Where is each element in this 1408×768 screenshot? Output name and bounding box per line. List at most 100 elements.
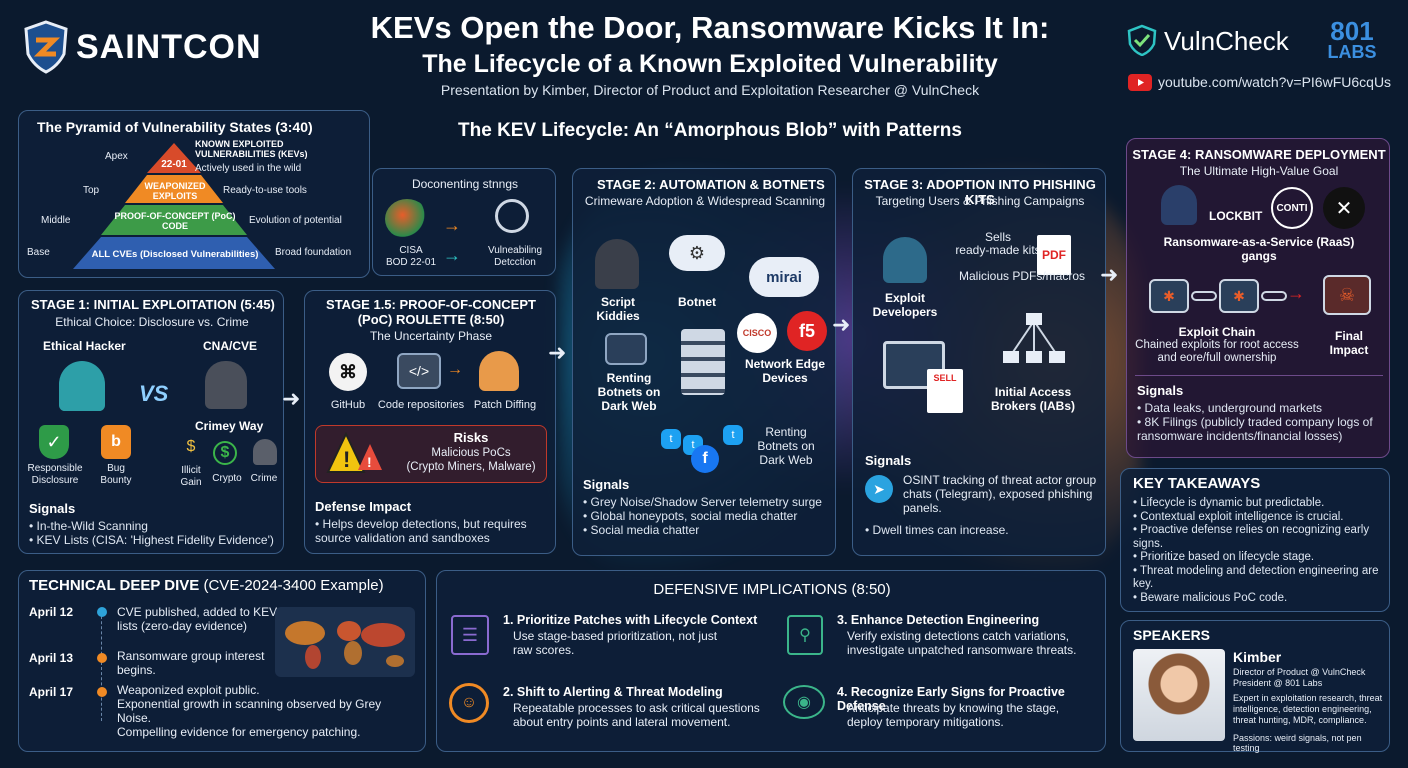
code-window-icon: </> (397, 353, 441, 389)
takeaway-item: Threat modeling and detection engineerin… (1133, 565, 1385, 592)
stage2-signals: Grey Noise/Shadow Server telemetry surge… (583, 495, 833, 537)
shield-check-icon: ✓ (39, 425, 69, 459)
youtube-icon (1128, 74, 1152, 91)
kev-note: Actively used in the wild (195, 163, 302, 174)
analyst-icon (479, 351, 519, 391)
risks-box: !! Risks Malicious PoCs (Crypto Miners, … (315, 425, 547, 483)
stage3-signals-title: Signals (865, 453, 912, 468)
exploit-developer-icon (883, 237, 927, 283)
speakers-title: SPEAKERS (1133, 627, 1211, 643)
cisco-logo: CISCO (737, 313, 777, 353)
dark-web-laptop-icon (605, 333, 647, 365)
documenting-left-label: CISA BOD 22-01 (385, 245, 437, 268)
stage2-signals-title: Signals (583, 477, 630, 492)
documenting-right-label: Vulneabiling Detcction (487, 245, 543, 268)
pyramid-side-apex: Apex (105, 151, 128, 162)
bug-laptop-icon: ✱ (1219, 279, 1259, 313)
defense-item-text: Verify existing detections catch variati… (847, 629, 1077, 657)
server-rack-icon (681, 329, 725, 395)
flow-arrow-icon: ➜ (1100, 262, 1119, 287)
defense-item-text: Use stage-based prioritization, not just… (513, 629, 718, 657)
exploit-chain-title: Exploit Chain (1178, 325, 1256, 339)
crime-label: Crime (250, 473, 278, 484)
stage3-panel: STAGE 3: ADOPTION INTO PHISHING KITS Tar… (852, 168, 1106, 556)
takeaway-item: Beware malicious PoC code. (1133, 592, 1385, 606)
stage4-title: STAGE 4: RANSOMWARE DEPLOYMENT (1132, 147, 1386, 162)
pyramid-panel: The Pyramid of Vulnerability States (3:4… (18, 110, 370, 278)
pyramid-base-label: ALL CVEs (Disclosed Vulnerabilities) (91, 249, 259, 260)
stage15-subtitle: The Uncertainty Phase (369, 329, 493, 343)
checklist-icon: ☰ (451, 615, 489, 655)
pyramid-side-base: Base (27, 247, 50, 258)
arrow-right-icon: → (443, 245, 461, 265)
twitter-icon: t (723, 425, 743, 445)
mirai-cloud-icon (749, 257, 819, 297)
takeaways-panel: KEY TAKEAWAYS Lifecycle is dynamic but p… (1120, 468, 1390, 612)
final-impact-label: Final Impact (1329, 329, 1369, 357)
world-map-icon (385, 199, 429, 239)
vulncheck-check-icon (1126, 24, 1158, 57)
labs-logo-bottom: LABS (1327, 42, 1377, 62)
illicit-gain-label: Illicit Gain (180, 465, 202, 488)
brand-logo: SAINTCON (76, 28, 262, 66)
detection-icon: ⚲ (787, 615, 823, 655)
signal-item: Data leaks, underground markets (1137, 401, 1385, 415)
botnet-cloud-icon: ⚙ (669, 235, 725, 271)
exploit-developers-label: Exploit Developers (872, 291, 938, 319)
defense-item-text: Repeatable processes to ask critical que… (513, 701, 760, 729)
vulncheck-logo: VulnCheck (1164, 26, 1289, 56)
sells-kits-label: Sells ready-made kits (955, 230, 1041, 257)
alert-magnifier-icon: ☺ (449, 683, 489, 723)
takeaways-title: KEY TAKEAWAYS (1133, 475, 1261, 492)
stage2-title: STAGE 2: AUTOMATION & BOTNETS (597, 177, 825, 192)
skull-laptop-icon: ☠ (1323, 275, 1371, 315)
youtube-link[interactable]: youtube.com/watch?v=PI6wFU6cqUs (1158, 74, 1392, 90)
byline: Presentation by Kimber, Director of Prod… (440, 82, 980, 98)
world-heatmap (275, 607, 415, 677)
crypto-icon: $ (213, 441, 237, 465)
magnifier-icon (495, 199, 529, 233)
flow-arrow-icon: ➜ (832, 312, 851, 337)
event-text: CVE published, added to KEV lists (zero-… (117, 605, 278, 633)
poc-note: Evolution of potential (249, 215, 342, 226)
timeline-line (101, 611, 102, 721)
takeaway-item: Prioritize based on lifecycle stage. (1133, 551, 1385, 565)
timeline-dot (97, 653, 107, 663)
speaker-role1: Director of Product @ VulnCheck (1233, 667, 1366, 677)
pyramid-top-label: WEAPONIZED EXPLOITS (144, 181, 206, 201)
lifecycle-title: The KEV Lifecycle: An “Amorphous Blob” w… (458, 120, 962, 141)
defense-impact-title: Defense Impact (315, 499, 412, 514)
event-date: April 17 (29, 685, 74, 699)
iab-label: Initial Access Brokers (IABs) (990, 385, 1076, 413)
defensive-title: DEFENSIVE IMPLICATIONS (8:50) (653, 581, 891, 598)
raas-label: Ransomware-as-a-Service (RaaS) gangs (1163, 235, 1355, 263)
pdf-file-icon: PDF (1037, 235, 1071, 275)
stage3-title: STAGE 3: ADOPTION INTO PHISHING KITS (864, 177, 1096, 207)
pyramid-title: The Pyramid of Vulnerability States (3:4… (37, 119, 313, 135)
divider (1135, 375, 1383, 376)
cve-note: Broad foundation (275, 247, 352, 258)
speaker-passions: Passions: weird signals, not pen testing (1233, 733, 1362, 753)
arrow-right-icon: → (447, 361, 463, 378)
stage3-subtitle: Targeting Users & Phishing Campaigns (875, 194, 1085, 208)
signal-item: KEV Lists (CISA: 'Highest Fidelity Evide… (29, 533, 279, 547)
twitter-icon: t (661, 429, 681, 449)
botnet-label: Botnet (678, 295, 716, 309)
pyramid-shape (73, 143, 275, 269)
svg-text:!: ! (367, 454, 372, 470)
pyramid-apex-label: 22-01 (161, 159, 187, 170)
svg-text:!: ! (343, 447, 350, 472)
takeaway-item: Contextual exploit intelligence is cruci… (1133, 511, 1385, 525)
money-hand-icon: $ (186, 438, 196, 455)
stage1-signals: In-the-Wild Scanning KEV Lists (CISA: 'H… (29, 519, 279, 547)
crypto-label: Crypto (212, 473, 242, 484)
social-media-icons: t t f t (661, 423, 751, 473)
defense-item-text: Anticipate threats by knowing the stage,… (847, 701, 1060, 729)
event-text: Ransomware group interest begins. (117, 649, 265, 677)
stage1-subtitle: Ethical Choice: Disclosure vs. Crime (55, 315, 249, 329)
exploit-chain-text: Chained exploits for root access and eor… (1135, 339, 1299, 364)
defense-item-title: 2. Shift to Alerting & Threat Modeling (503, 685, 723, 699)
ethical-hacker-label: Ethical Hacker (43, 339, 126, 353)
pyramid-side-middle: Middle (41, 215, 71, 226)
patch-diffing-label: Patch Diffing (473, 399, 537, 411)
